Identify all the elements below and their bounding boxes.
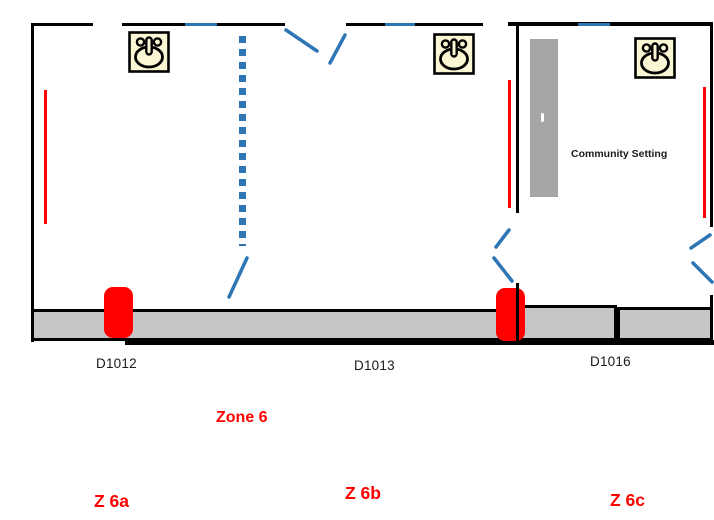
window-marker: [385, 23, 415, 26]
window-marker: [578, 23, 610, 26]
wall-divider-upper: [516, 22, 519, 213]
sink-icon: [634, 37, 676, 79]
dotted-partition: [239, 36, 246, 246]
zone-label-c: Z 6c: [610, 490, 646, 510]
pillar-mark: [541, 113, 544, 122]
door-label-d1013: D1013: [354, 358, 395, 373]
wall-top-segment-1: [31, 23, 93, 26]
wall-top-right-room: [508, 22, 713, 26]
door-marker-d1013: [496, 288, 525, 341]
sink-icon: [128, 31, 170, 73]
corridor-segment-right: [617, 307, 713, 341]
red-wall-highlight-right: [703, 87, 706, 218]
corridor-segment-middle: [520, 305, 617, 341]
pillar-rect: [530, 39, 558, 197]
wall-divider-lower: [516, 283, 519, 345]
wall-bottom-outer: [125, 340, 714, 345]
zone-label-b: Z 6b: [345, 483, 381, 503]
door-marker-d1012: [104, 287, 133, 338]
zone-label-a: Z 6a: [94, 491, 130, 511]
red-wall-highlight-middle: [508, 80, 511, 208]
wall-left: [31, 23, 34, 342]
community-setting-label: Community Setting: [571, 148, 668, 160]
sink-icon: [433, 33, 475, 75]
wall-right-lower: [710, 295, 713, 345]
window-marker: [185, 23, 217, 26]
door-label-d1016: D1016: [590, 354, 631, 369]
red-wall-highlight-left: [44, 90, 47, 224]
wall-right-upper: [710, 22, 713, 227]
door-label-d1012: D1012: [96, 356, 137, 371]
zone-label-main: Zone 6: [216, 409, 268, 426]
